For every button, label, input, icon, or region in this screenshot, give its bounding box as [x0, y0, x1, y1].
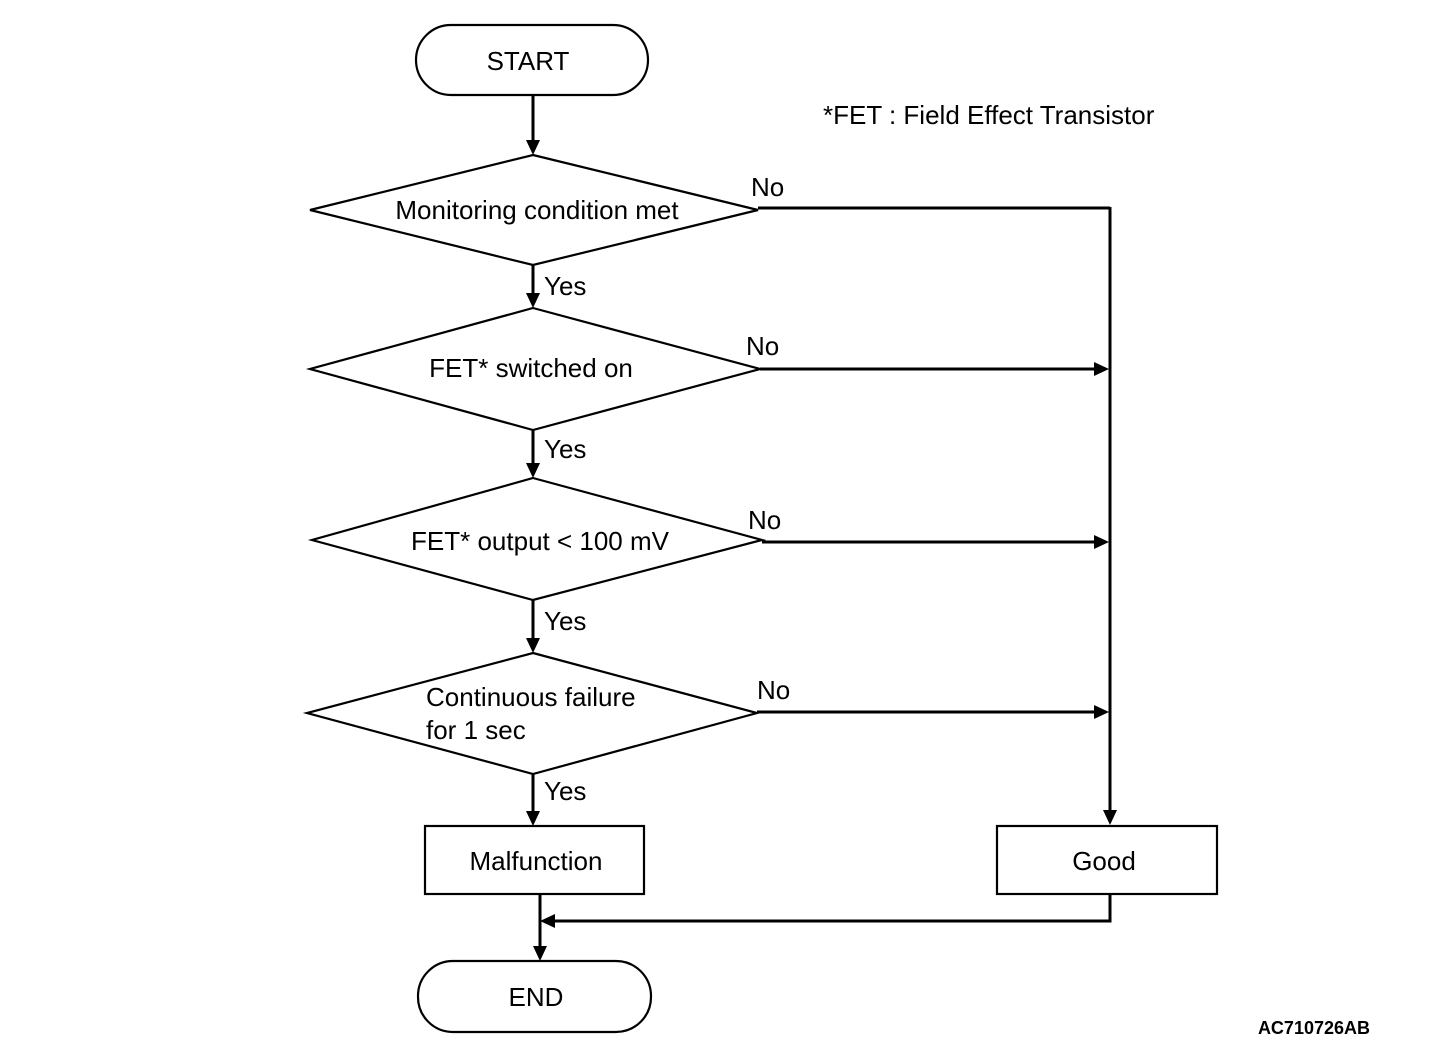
arrowhead-to-end: [533, 946, 547, 961]
decision-continuous-failure-line-2: for 1 sec: [426, 715, 526, 745]
end-terminal: [416, 959, 653, 1034]
decision-fet-switched-on-label: FET* switched on: [429, 353, 633, 383]
connector-good-to-merge: [553, 894, 1112, 923]
arrowhead-good-to-merge: [540, 914, 555, 928]
d4-no-label: No: [757, 675, 790, 705]
arrowhead-d4-yes: [526, 811, 540, 826]
start-label: START: [487, 46, 570, 76]
good-label: Good: [1072, 846, 1136, 876]
arrowhead-d3-no: [1094, 535, 1109, 549]
decision-monitoring-condition-label: Monitoring condition met: [395, 195, 679, 225]
arrowhead-d2-yes: [526, 463, 540, 478]
d2-no-label: No: [746, 331, 779, 361]
d3-no-label: No: [748, 505, 781, 535]
arrowhead-d1-yes: [526, 293, 540, 308]
figure-code: AC710726AB: [1258, 1018, 1370, 1038]
d2-yes-label: Yes: [544, 434, 586, 464]
arrowhead-d4-no: [1094, 705, 1109, 719]
end-label: END: [509, 982, 564, 1012]
d4-yes-label: Yes: [544, 776, 586, 806]
decision-fet-output-label: FET* output < 100 mV: [411, 526, 670, 556]
arrowhead-bus-to-good: [1103, 810, 1117, 825]
arrowhead-d2-no: [1094, 362, 1109, 376]
arrowhead-d3-yes: [526, 638, 540, 653]
footnote: *FET : Field Effect Transistor: [823, 100, 1155, 130]
malfunction-box: [423, 824, 646, 896]
d3-yes-label: Yes: [544, 606, 586, 636]
decision-continuous-failure-line-1: Continuous failure: [426, 682, 636, 712]
arrowhead-start-to-d1: [526, 140, 540, 155]
malfunction-label: Malfunction: [470, 846, 603, 876]
d1-no-label: No: [751, 172, 784, 202]
decision-continuous-failure: [302, 651, 762, 776]
good-box: [995, 824, 1219, 896]
d1-yes-label: Yes: [544, 271, 586, 301]
